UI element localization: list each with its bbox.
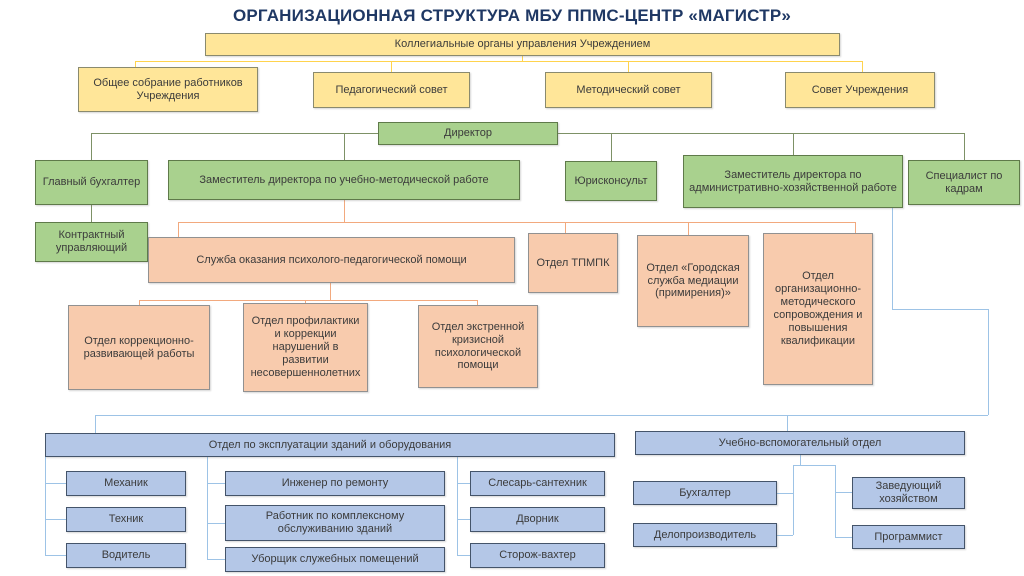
connector-line [95,415,96,433]
node-director: Директор [378,122,558,145]
node-psych-service: Служба оказания психолого-педагогической… [148,237,515,283]
connector-line [178,222,855,223]
node-plumber: Слесарь-сантехник [470,471,605,496]
connector-line [457,457,458,555]
connector-line [688,222,689,235]
node-support-dept: Учебно-вспомогательный отдел [635,431,965,455]
connector-line [207,523,225,524]
connector-line [45,483,66,484]
node-programmer: Программист [852,525,965,549]
node-cleaner: Уборщик служебных помещений [225,547,445,572]
connector-line [988,309,989,415]
node-correction-dept: Отдел коррекционно-развивающей работы [68,305,210,390]
node-technician: Техник [66,507,186,532]
connector-line [457,483,470,484]
connector-line [344,200,345,222]
node-mediation-dept: Отдел «Городская служба медиации (примир… [637,235,749,327]
connector-line [391,61,392,72]
node-clerk: Делопроизводитель [633,523,777,547]
node-housekeeper: Заведующий хозяйством [852,477,965,509]
connector-line [305,300,306,304]
node-collegial-bodies: Коллегиальные органы управления Учрежден… [205,33,840,56]
connector-line [45,519,66,520]
connector-line [793,465,794,535]
connector-line [892,208,893,309]
node-general-assembly: Общее собрание работников Учреждения [78,67,258,112]
connector-line [457,519,470,520]
node-tpmpk-dept: Отдел ТПМПК [528,233,618,293]
node-driver: Водитель [66,543,186,568]
node-legal-adviser: Юрисконсульт [565,161,657,201]
connector-line [457,555,470,556]
node-building-worker: Работник по комплексному обслуживанию зд… [225,505,445,541]
connector-line [835,492,852,493]
connector-line [135,61,136,67]
node-methodical-council: Методический совет [545,72,712,108]
page-title: ОРГАНИЗАЦИОННАЯ СТРУКТУРА МБУ ППМС-ЦЕНТР… [232,6,792,25]
connector-line [777,493,793,494]
connector-line [855,222,856,233]
node-chief-accountant: Главный бухгалтер [35,160,148,205]
connector-line [139,300,140,305]
connector-line [793,465,835,466]
connector-line [793,133,794,155]
connector-line [139,300,477,301]
connector-line [45,555,66,556]
node-contract-manager: Контрактный управляющий [35,222,148,262]
node-deputy-admin: Заместитель директора по административно… [683,155,903,208]
connector-line [135,61,862,62]
node-mechanic: Механик [66,471,186,496]
connector-line [787,415,788,431]
connector-line [95,415,988,416]
connector-line [628,61,629,72]
connector-line [522,56,523,61]
node-hr-specialist: Специалист по кадрам [908,160,1020,205]
connector-line [862,61,863,72]
node-institution-council: Совет Учреждения [785,72,935,108]
node-maintenance-dept: Отдел по эксплуатации зданий и оборудова… [45,433,615,457]
connector-line [565,222,566,233]
node-accountant: Бухгалтер [633,481,777,505]
connector-line [207,559,225,560]
node-prevention-dept: Отдел профилактики и коррекции нарушений… [243,303,368,392]
connector-line [91,133,92,160]
connector-line [207,483,225,484]
connector-line [800,455,801,465]
node-repair-engineer: Инженер по ремонту [225,471,445,496]
connector-line [330,283,331,300]
connector-line [611,133,612,161]
node-deputy-methodical: Заместитель директора по учебно-методиче… [168,160,520,200]
connector-line [344,133,345,160]
connector-line [835,537,852,538]
connector-line [964,133,965,160]
connector-line [835,465,836,537]
node-crisis-dept: Отдел экстренной кризисной психологическ… [418,305,538,388]
connector-line [91,205,92,222]
connector-line [892,309,988,310]
connector-line [477,300,478,305]
connector-line [777,535,793,536]
node-pedagogical-council: Педагогический совет [313,72,470,108]
connector-line [178,222,179,237]
node-janitor: Дворник [470,507,605,532]
connector-line [207,457,208,559]
node-watchman: Сторож-вахтер [470,543,605,568]
node-org-method-dept: Отдел организационно-методического сопро… [763,233,873,385]
connector-line [45,457,46,555]
